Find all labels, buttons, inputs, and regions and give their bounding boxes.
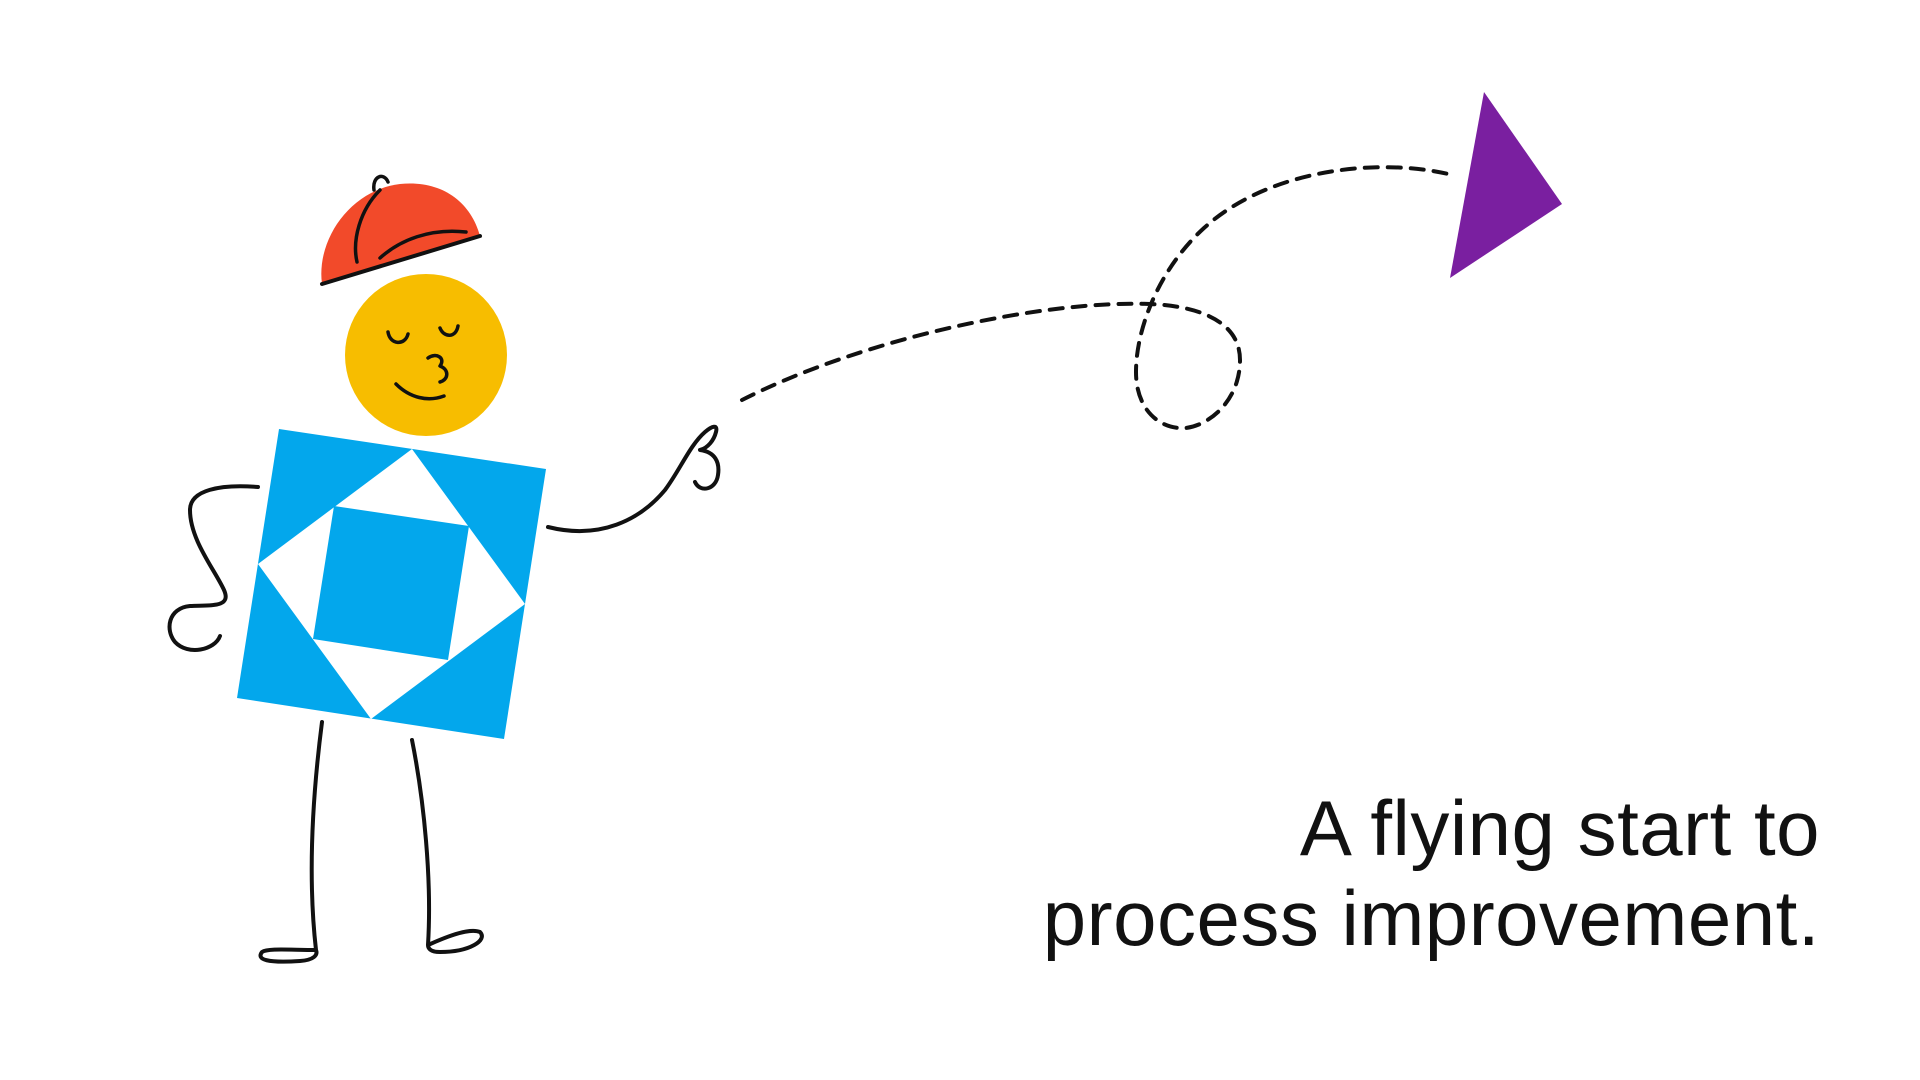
right-leg [410, 738, 484, 954]
cap-icon [321, 183, 480, 284]
nose [426, 353, 449, 384]
cap-button [372, 174, 390, 192]
cap-seam-2 [378, 229, 468, 260]
left-arm [167, 484, 260, 652]
cap-seam-1 [353, 188, 382, 264]
left-leg [258, 720, 324, 964]
mouth [394, 382, 446, 401]
right-arm [546, 424, 721, 533]
tagline-line-2: process improvement. [1042, 874, 1820, 962]
character-illustration [167, 174, 721, 964]
right-eye [438, 324, 460, 337]
flight-path-dashed [740, 165, 1450, 431]
body-inner-square [313, 506, 469, 660]
paper-plane-icon [1450, 92, 1562, 278]
cap-brim [320, 234, 482, 286]
left-eye [386, 330, 410, 345]
tagline-heading: A flying start to process improvement. [1043, 783, 1820, 963]
head-circle [345, 274, 507, 436]
tagline-line-1: A flying start to [1299, 784, 1820, 872]
